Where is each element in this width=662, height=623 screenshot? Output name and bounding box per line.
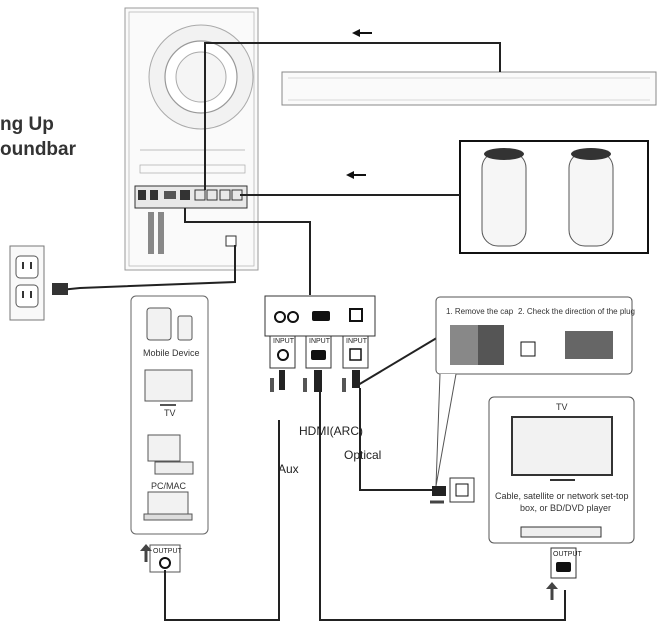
device-panel bbox=[130, 295, 209, 535]
rear-speakers-panel bbox=[459, 140, 649, 254]
tv-panel bbox=[488, 396, 635, 544]
subwoofer bbox=[124, 7, 259, 271]
optical-label: Optical bbox=[344, 448, 382, 462]
soundbar-input-panel bbox=[264, 295, 376, 369]
tv-optical-jack bbox=[432, 477, 475, 503]
pc-mac-label: PC/MAC bbox=[151, 481, 187, 491]
hdmi-arc-label: HDMI(ARC) bbox=[299, 424, 363, 438]
device-output-label: OUTPUT bbox=[153, 548, 182, 555]
device-output-jack bbox=[149, 544, 181, 573]
title-line2: oundbar bbox=[0, 139, 76, 160]
arrow-head-icon bbox=[352, 29, 360, 37]
soundbar bbox=[281, 71, 657, 106]
aux-label: Aux bbox=[278, 462, 299, 476]
tv-device-label: TV bbox=[164, 408, 176, 418]
step-remove-cap: 1. Remove the cap bbox=[446, 307, 514, 316]
tv-panel-caption-line2: box, or BD/DVD player bbox=[520, 503, 612, 513]
title-line1: ng Up bbox=[0, 114, 54, 135]
tv-output-jack bbox=[550, 547, 577, 579]
wall-outlet bbox=[9, 245, 68, 321]
tv-panel-title: TV bbox=[556, 402, 568, 412]
tv-output-label: OUTPUT bbox=[553, 551, 582, 558]
optical-steps-callout bbox=[435, 296, 633, 487]
arrow-head-icon bbox=[346, 171, 354, 179]
input-optical-label: INPUT bbox=[346, 338, 367, 345]
mobile-device-label: Mobile Device bbox=[143, 348, 200, 358]
input-hdmi-label: INPUT bbox=[309, 338, 330, 345]
step-check-direction: 2. Check the direction of the plug bbox=[518, 307, 635, 316]
tv-panel-caption-line1: Cable, satellite or network set-top bbox=[495, 491, 629, 501]
input-aux-label: INPUT bbox=[273, 338, 294, 345]
